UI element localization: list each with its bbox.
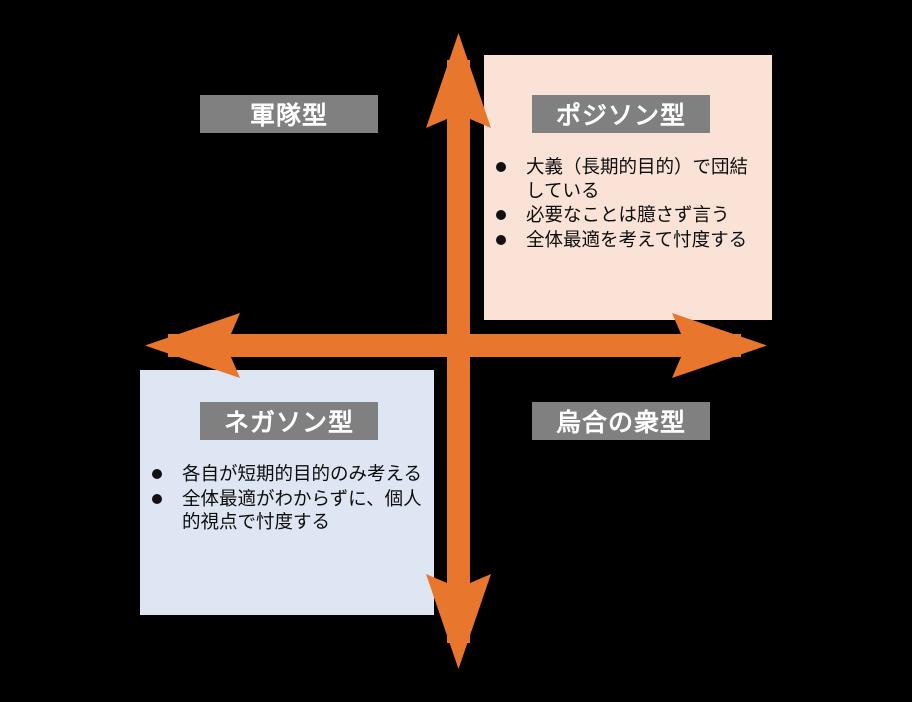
bullet-text: 各自が短期的目的のみ考える	[182, 463, 422, 484]
bullet-dot-icon	[152, 469, 162, 479]
quadrant-bullets-bottom-left: 各自が短期的目的のみ考える全体最適がわからずに、個人的視点で忖度する	[148, 462, 428, 535]
bullet-item: 必要なことは臆さず言う	[492, 203, 764, 227]
bullet-text: 大義（長期的目的）で団結している	[526, 156, 749, 201]
bullet-dot-icon	[152, 493, 162, 504]
axis-arrowhead-up	[426, 33, 491, 128]
axis-arrowhead-right	[672, 313, 767, 378]
bullet-text: 全体最適を考えて忖度する	[526, 229, 748, 251]
axis-arrowhead-left	[145, 313, 240, 378]
quadrant-label-top-left: 軍隊型	[200, 95, 378, 133]
quadrant-label-bottom-left: ネガソン型	[200, 402, 378, 440]
bullet-item: 全体最適がわからずに、個人的視点で忖度する	[148, 487, 428, 534]
bullet-item: 大義（長期的目的）で団結している	[492, 155, 764, 202]
quadrant-bullets-top-right: 大義（長期的目的）で団結している必要なことは臆さず言う全体最適を考えて忖度する	[492, 155, 764, 253]
quadrant-label-bottom-right: 烏合の衆型	[532, 402, 710, 440]
bullet-dot-icon	[496, 162, 506, 172]
horizontal-axis-shaft	[168, 334, 741, 357]
quadrant-label-top-right: ポジソン型	[532, 95, 710, 133]
bullet-item: 各自が短期的目的のみ考える	[148, 462, 428, 486]
bullet-text: 必要なことは臆さず言う	[526, 204, 730, 226]
bullet-dot-icon	[496, 210, 506, 221]
axis-arrowhead-down	[426, 574, 491, 669]
bullet-text: 全体最適がわからずに、個人的視点で忖度する	[182, 487, 422, 533]
bullet-item: 全体最適を考えて忖度する	[492, 228, 764, 252]
bullet-dot-icon	[496, 235, 506, 246]
